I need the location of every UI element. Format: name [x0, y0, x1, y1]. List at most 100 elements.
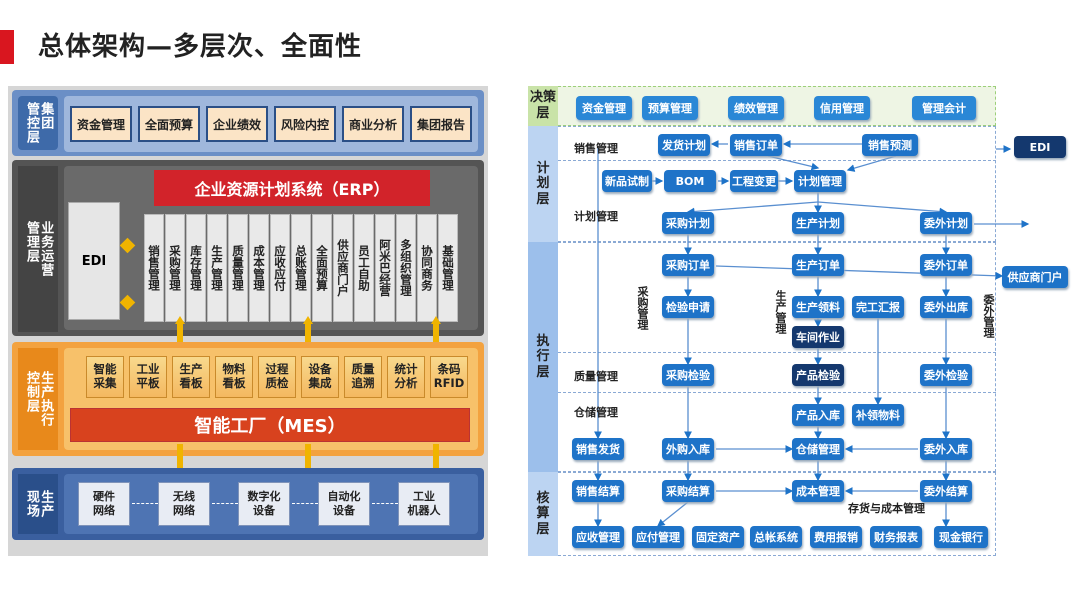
account-node: 固定资产 [692, 526, 744, 548]
flow-node-inspect-apply: 检验申请 [662, 296, 714, 318]
mes-item: 生产 看板 [172, 356, 210, 398]
divider [558, 352, 996, 353]
flow-node-supplier-portal: 供应商门户 [1002, 266, 1068, 288]
mes-item: 物料 看板 [215, 356, 253, 398]
lane-decision-label: 决策 层 [529, 90, 556, 121]
group-item: 企业绩效 [206, 106, 268, 142]
flow-node-outsource-order: 委外订单 [920, 254, 972, 276]
erp-module: 生产管理 [207, 214, 227, 322]
flow-node-outsource-inspect: 委外检验 [920, 364, 972, 386]
flow-node-replenish: 补领物料 [852, 404, 904, 426]
account-node: 财务报表 [870, 526, 922, 548]
account-node: 应付管理 [632, 526, 684, 548]
field-link [212, 503, 238, 504]
field-layer-label: 生产 现场 [18, 474, 58, 534]
group-layer-label: 集团 管控层 [24, 102, 54, 144]
flow-node-sales-settle: 销售结算 [572, 480, 624, 502]
mes-item: 过程 质检 [258, 356, 296, 398]
group-item: 全面预算 [138, 106, 200, 142]
flow-node-purchase-settle: 采购结算 [662, 480, 714, 502]
erp-module: 销售管理 [144, 214, 164, 322]
erp-title: 企业资源计划系统（ERP） [154, 170, 430, 206]
field-item: 无线 网络 [158, 482, 210, 526]
group-item: 资金管理 [70, 106, 132, 142]
erp-module: 供应商门户 [333, 214, 353, 322]
decision-node: 管理会计 [912, 96, 976, 120]
lane-plan-bg [528, 126, 558, 242]
note-quality-mgmt: 质量管理 [574, 370, 618, 383]
flow-node-cost-mgmt: 成本管理 [792, 480, 844, 502]
flow-node-outsource-in: 委外入库 [920, 438, 972, 460]
note-outsource-mgmt: 委外管理 [982, 294, 995, 338]
note-sales-mgmt: 销售管理 [574, 142, 618, 155]
arrow-up-icon [175, 316, 185, 324]
erp-module: 应收应付 [270, 214, 290, 322]
erp-module: 员工自助 [354, 214, 374, 322]
mes-layer-label: 生产执行 控制层 [18, 348, 58, 450]
erp-module: 总账管理 [291, 214, 311, 322]
page-title: 总体架构—多层次、全面性 [38, 32, 363, 62]
note-inventory-cost: 存货与成本管理 [848, 502, 925, 515]
flow-node-sales-ship: 销售发货 [572, 438, 624, 460]
account-node: 现金银行 [934, 526, 988, 548]
account-node: 费用报销 [810, 526, 862, 548]
flow-node-sales-order: 销售订单 [730, 134, 782, 156]
title-accent-bar [0, 30, 14, 64]
architecture-diagram: 集团 管控层 资金管理全面预算企业绩效风险内控商业分析集团报告 业务运营 管理层… [8, 86, 488, 556]
group-item: 风险内控 [274, 106, 336, 142]
field-link [292, 503, 318, 504]
arrow-up-icon [303, 316, 313, 324]
flow-node-outsource-in-buy: 外购入库 [662, 438, 714, 460]
lane-plan-label: 计 划 层 [536, 160, 550, 207]
note-purchase-mgmt: 采购管理 [636, 286, 649, 330]
business-layer-label: 业务运营 管理层 [18, 166, 58, 332]
decision-node: 绩效管理 [728, 96, 784, 120]
flow-node-prod-in: 产品入库 [792, 404, 844, 426]
group-item: 集团报告 [410, 106, 472, 142]
edi-box: EDI [68, 202, 120, 320]
flow-node-warehouse: 仓储管理 [792, 438, 844, 460]
lane-exec-label: 执 行 层 [536, 333, 550, 380]
flow-node-ship-plan: 发货计划 [658, 134, 710, 156]
mes-item: 设备 集成 [301, 356, 339, 398]
flow-node-outsource-out: 委外出库 [920, 296, 972, 318]
erp-module: 阿米巴经营 [375, 214, 395, 322]
flow-node-prod-plan: 生产计划 [792, 212, 844, 234]
flow-node-eng-change: 工程变更 [730, 170, 778, 192]
flow-node-sales-forecast: 销售预测 [862, 134, 918, 156]
link-arrow [305, 322, 311, 348]
decision-node: 信用管理 [814, 96, 870, 120]
link-arrow [305, 444, 311, 472]
lane-decision-bg [528, 86, 558, 126]
field-item: 数字化 设备 [238, 482, 290, 526]
field-item: 自动化 设备 [318, 482, 370, 526]
flow-node-prod-material: 生产领料 [792, 296, 844, 318]
field-link [372, 503, 398, 504]
field-item: 工业 机器人 [398, 482, 450, 526]
mes-item: 统计 分析 [387, 356, 425, 398]
flow-node-purchase-inspect: 采购检验 [662, 364, 714, 386]
flow-node-bom: BOM [664, 170, 716, 192]
account-node: 总帐系统 [750, 526, 802, 548]
flow-node-purchase-plan: 采购计划 [662, 212, 714, 234]
flow-node-workshop: 车间作业 [792, 326, 844, 348]
erp-module: 库存管理 [186, 214, 206, 322]
link-arrow [433, 322, 439, 348]
link-arrow [433, 444, 439, 472]
note-prod-mgmt: 生产管理 [774, 290, 787, 334]
field-link [132, 503, 158, 504]
field-item: 硬件 网络 [78, 482, 130, 526]
business-flow-diagram: 决策 层 计 划 层 执 行 层 核 算 层 [528, 86, 1068, 556]
mes-item: 工业 平板 [129, 356, 167, 398]
erp-module: 成本管理 [249, 214, 269, 322]
erp-module: 协同商务 [417, 214, 437, 322]
flow-node-prod-order: 生产订单 [792, 254, 844, 276]
account-node: 应收管理 [572, 526, 624, 548]
flow-node-purchase-order: 采购订单 [662, 254, 714, 276]
erp-module: 基础管理 [438, 214, 458, 322]
divider [558, 160, 996, 161]
erp-module: 采购管理 [165, 214, 185, 322]
flow-node-prod-inspect: 产品检验 [792, 364, 844, 386]
flow-node-outsource-settle: 委外结算 [920, 480, 972, 502]
link-arrow [177, 444, 183, 472]
